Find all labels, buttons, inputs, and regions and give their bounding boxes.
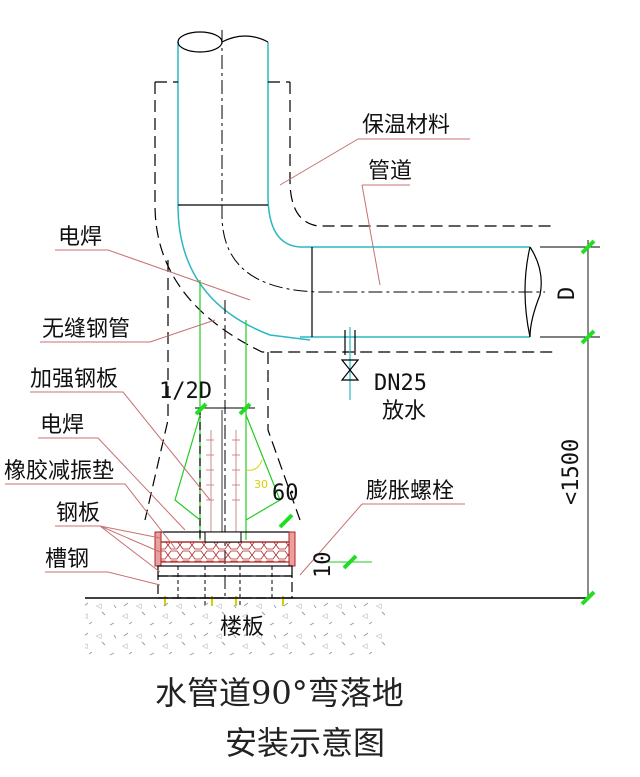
label-steel-plate: 钢板: [56, 501, 100, 526]
label-weld-top: 电焊: [58, 225, 102, 250]
dimension-ticks: [194, 239, 596, 606]
angle-arc: [245, 459, 263, 471]
label-pipe: 管道: [368, 159, 412, 184]
title-line-1: 水管道90°弯落地: [155, 674, 404, 712]
label-expansion-bolt: 膨胀螺栓: [366, 479, 454, 504]
dim-half-diameter: 1/2D: [159, 379, 212, 404]
drain-valve: [340, 327, 360, 400]
label-channel-steel: 槽钢: [45, 547, 89, 572]
base-assembly: [154, 531, 296, 606]
dim-height: <1500: [559, 439, 584, 505]
title-line-2: 安装示意图: [225, 724, 385, 762]
dim-gap: 10: [311, 552, 336, 579]
dim-angle-small: 30: [254, 478, 268, 491]
label-drain: 放水: [382, 399, 426, 424]
label-insulation: 保温材料: [362, 113, 450, 138]
label-drain-size: DN25: [374, 371, 427, 396]
dim-angle: 60: [272, 481, 299, 506]
floor-slab-hatch: [85, 600, 385, 660]
label-floor-slab: 楼板: [220, 615, 264, 640]
dim-diameter: D: [555, 287, 580, 300]
label-reinforce-plate: 加强钢板: [30, 367, 118, 392]
label-rubber-pad: 橡胶减振垫: [4, 459, 114, 484]
label-weld-bottom: 电焊: [40, 413, 84, 438]
label-seamless-pipe: 无缝钢管: [42, 317, 130, 342]
support-ticks: [206, 410, 240, 535]
pipe-body: [177, 42, 530, 341]
leader-lines: [5, 138, 470, 586]
pipe-end-cap: [524, 246, 542, 338]
